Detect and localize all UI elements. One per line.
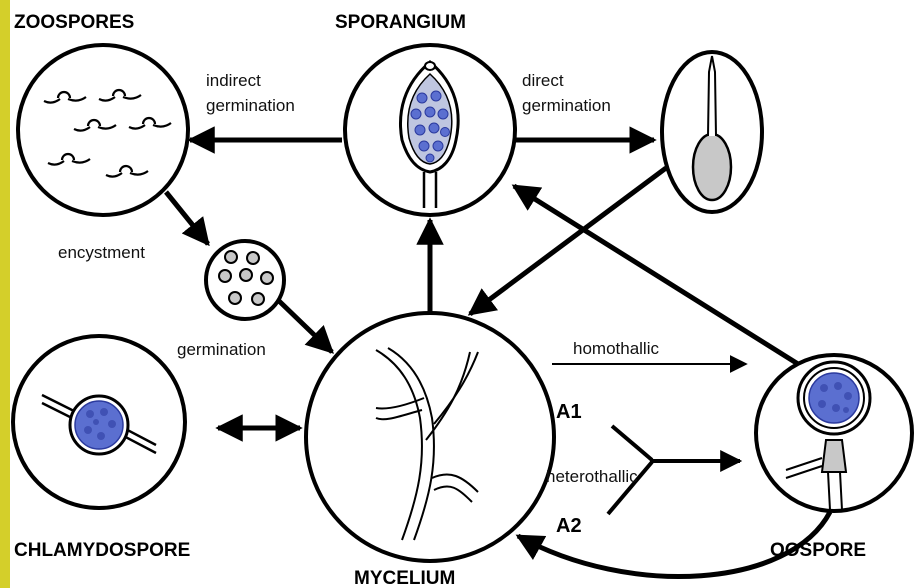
a2-label: A2	[556, 515, 582, 537]
arrow-oospore-to-sporangium	[514, 186, 798, 364]
sporangium-title: SPORANGIUM	[335, 12, 466, 33]
arrow-direct-to-mycelium	[470, 168, 666, 314]
homothallic-label: homothallic	[573, 339, 659, 358]
direct-germination-label: germination	[522, 96, 611, 115]
sporangium-node	[345, 45, 515, 215]
chlamydospore-title: CHLAMYDOSPORE	[14, 540, 190, 561]
germinated-sporangium-node	[662, 52, 762, 212]
mycelium-node	[306, 313, 554, 561]
encystment-label: encystment	[58, 243, 145, 262]
chlamydospore-node	[13, 336, 185, 508]
zoospores-title: ZOOSPORES	[14, 12, 134, 33]
oospore-node	[756, 355, 912, 511]
indirect-germination-label: germination	[206, 96, 295, 115]
a1-label: A1	[556, 401, 582, 423]
heterothallic-label: heterothallic	[546, 467, 638, 486]
diagram-canvas: ZOOSPORES SPORANGIUM CHLAMYDOSPORE MYCEL…	[10, 0, 921, 588]
zoospores-node	[18, 45, 188, 215]
life-cycle-diagram: ZOOSPORES SPORANGIUM CHLAMYDOSPORE MYCEL…	[10, 0, 921, 588]
oospore-title: OOSPORE	[770, 540, 866, 561]
arrow-germination	[278, 300, 332, 352]
cysts-node	[206, 241, 284, 319]
direct-label: direct	[522, 71, 564, 90]
mycelium-title: MYCELIUM	[354, 568, 455, 588]
indirect-label: indirect	[206, 71, 261, 90]
germination-label: germination	[177, 340, 266, 359]
arrow-encystment	[166, 192, 208, 244]
